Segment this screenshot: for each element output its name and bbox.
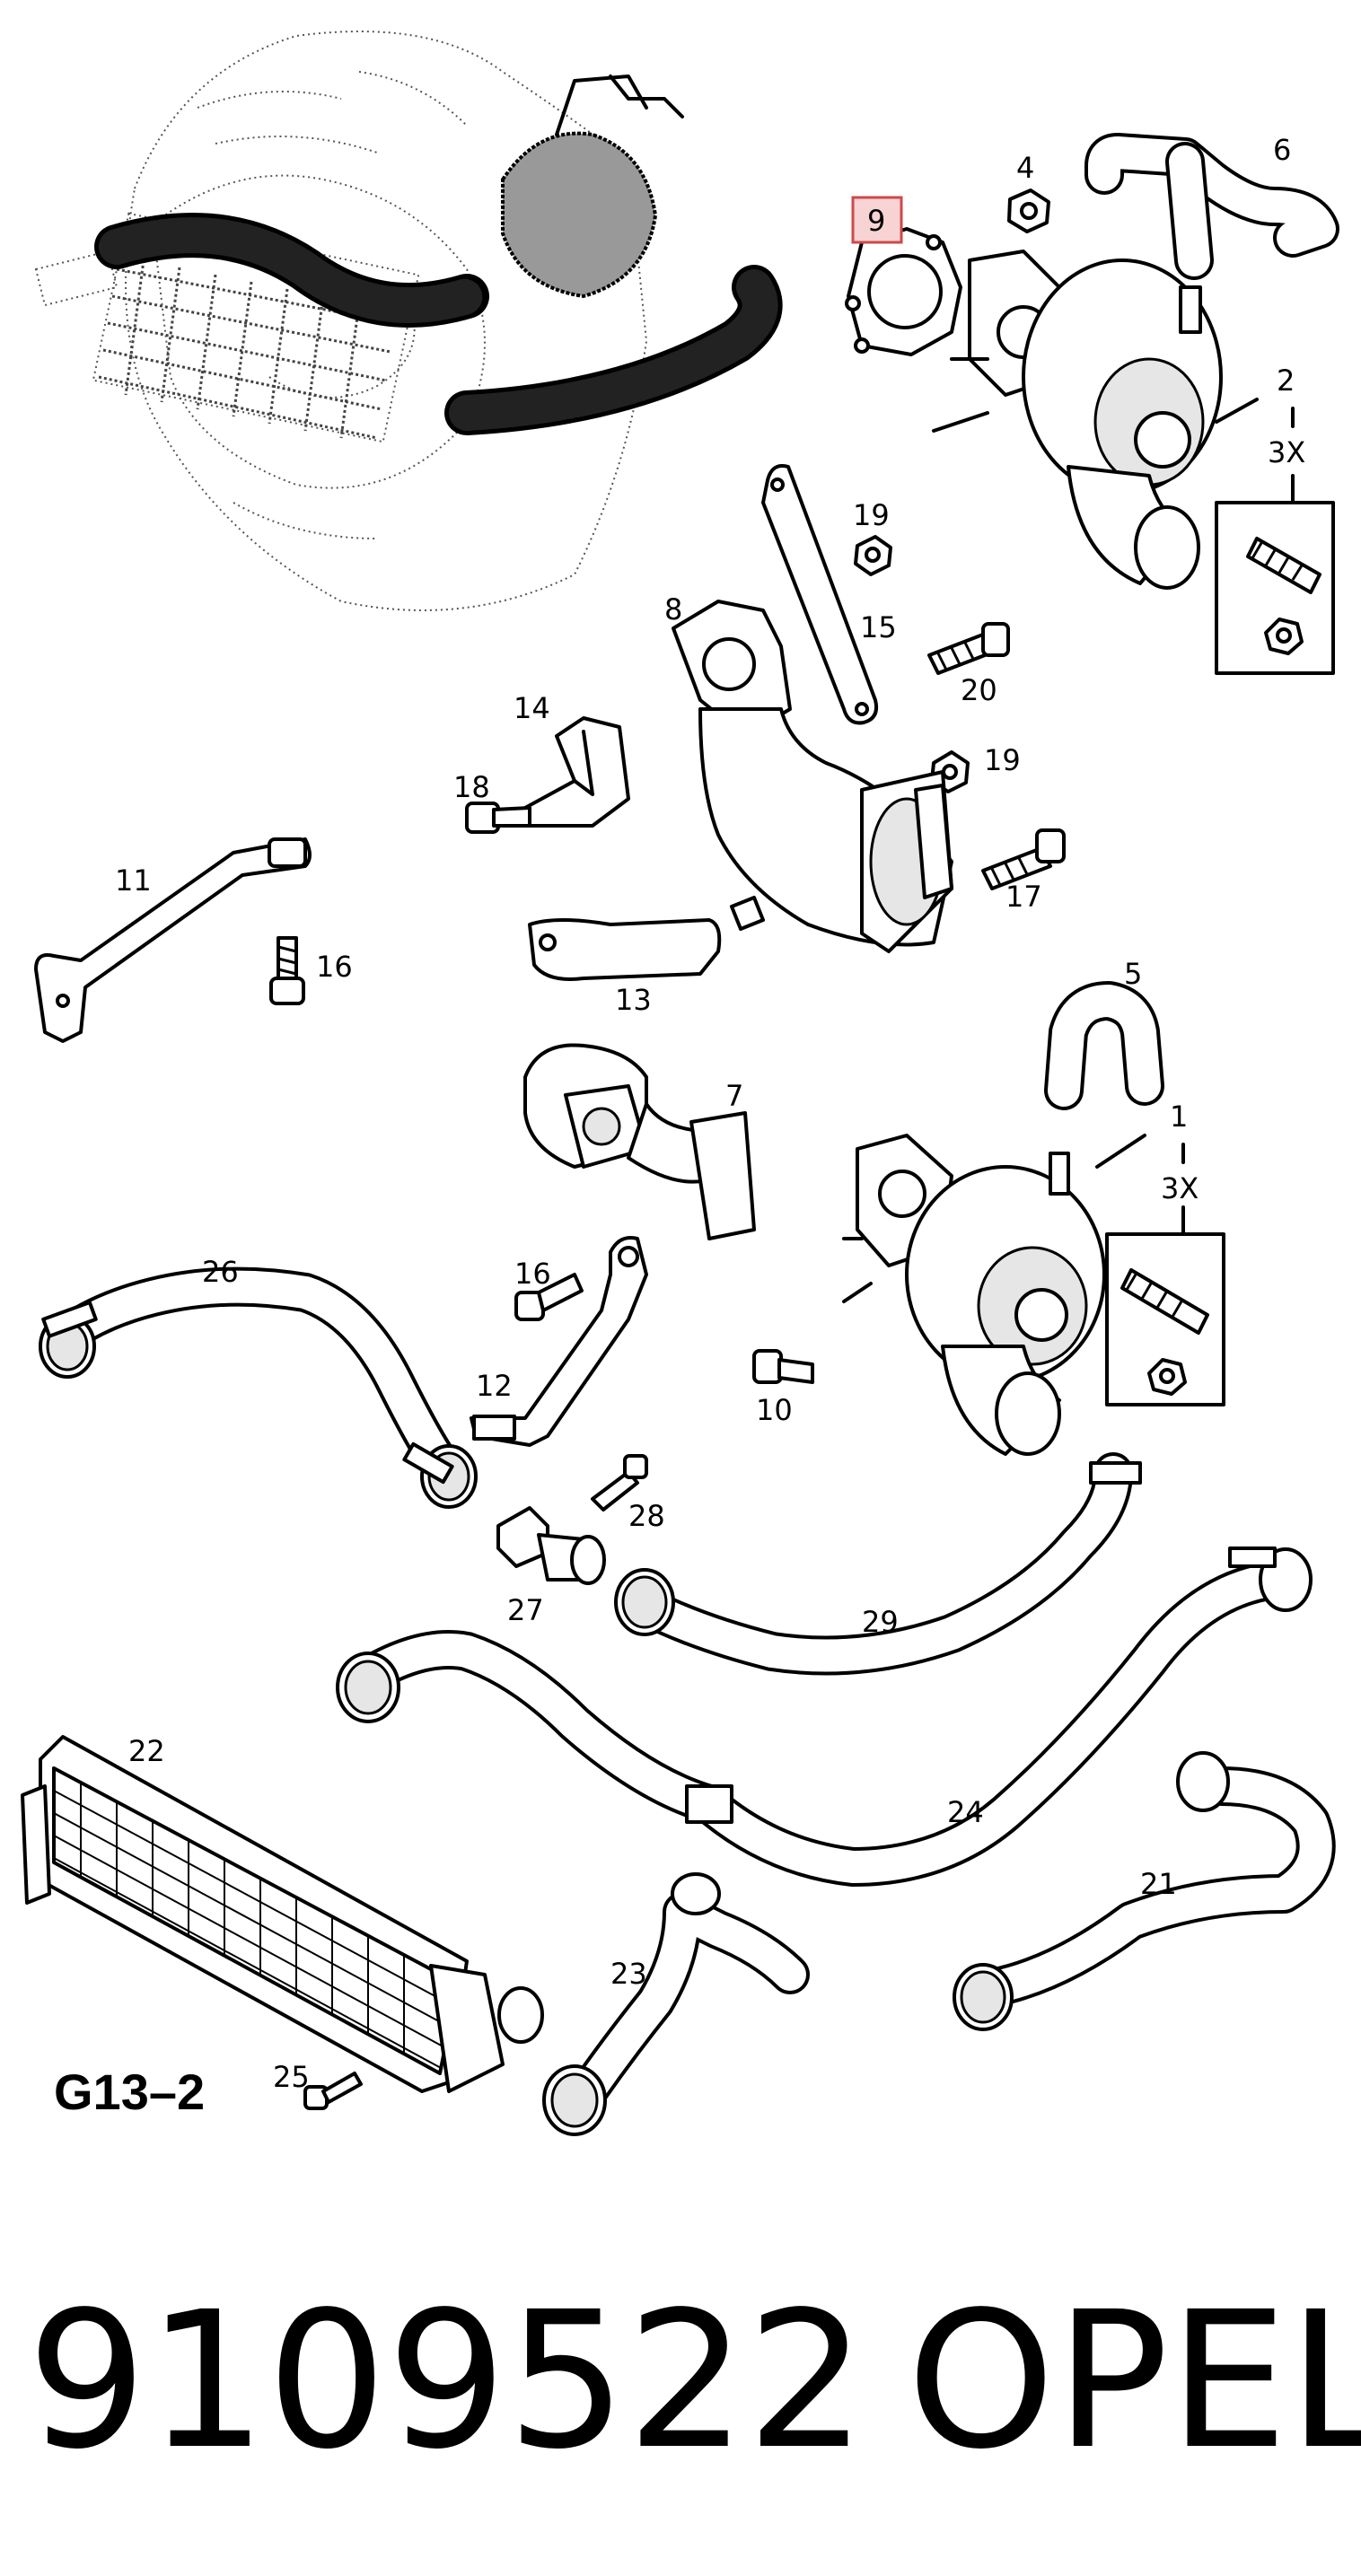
part-10-bolt <box>752 1349 814 1384</box>
callout-27: 27 <box>507 1593 544 1627</box>
part-9-gasket <box>845 227 962 356</box>
part-17-bolt <box>981 828 1066 890</box>
callout-18: 18 <box>453 770 490 804</box>
callout-12: 12 <box>476 1369 513 1403</box>
leader-line-1 <box>1095 1134 1146 1169</box>
part-number: 9109522 <box>27 2271 866 2491</box>
part-16-bolt-b <box>514 1273 584 1321</box>
part-16-bolt-a <box>269 936 305 1005</box>
callout-17: 17 <box>1005 880 1042 914</box>
callout-16-upper: 16 <box>316 950 353 984</box>
callout-25: 25 <box>273 2060 310 2094</box>
callout-29: 29 <box>862 1605 899 1639</box>
callout-3x-lower: 3X <box>1161 1171 1199 1205</box>
engine-block-illustration <box>34 31 783 611</box>
callout-11: 11 <box>115 863 152 898</box>
part-13-bracket <box>528 918 722 981</box>
stud-kit-box-upper <box>1215 501 1335 675</box>
part-27-connector <box>496 1506 606 1585</box>
part-1-turbocharger-lower <box>842 1134 1106 1456</box>
part-12-bracket <box>470 1236 648 1447</box>
callout-1: 1 <box>1170 1100 1188 1134</box>
callout-10: 10 <box>756 1393 793 1427</box>
stud-kit-box-lower <box>1105 1232 1225 1406</box>
callout-5: 5 <box>1124 957 1142 991</box>
callout-7: 7 <box>725 1079 743 1113</box>
callout-9: 9 <box>867 204 885 238</box>
callout-2: 2 <box>1277 364 1295 398</box>
part-8-exhaust-manifold <box>672 600 953 953</box>
part-29-hose <box>614 1452 1142 1676</box>
callout-23: 23 <box>610 1957 647 1991</box>
part-6-pipe <box>1084 133 1339 280</box>
callout-15: 15 <box>860 610 897 644</box>
part-21-hose <box>953 1751 1336 2031</box>
callout-4: 4 <box>1016 151 1034 185</box>
leader-line-2 <box>1215 398 1259 424</box>
part-2-turbocharger-upper <box>932 250 1223 590</box>
callout-3x-upper: 3X <box>1268 435 1305 469</box>
part-15-bracket <box>761 464 879 725</box>
callout-28: 28 <box>628 1499 665 1533</box>
callout-26: 26 <box>202 1255 239 1289</box>
part-11-bracket <box>34 837 312 1043</box>
part-4-nut <box>1007 188 1050 233</box>
callout-16-lower: 16 <box>514 1257 551 1291</box>
part-25-screw <box>303 2072 363 2110</box>
callout-24: 24 <box>947 1795 984 1829</box>
callout-19-lower: 19 <box>984 743 1021 777</box>
part-5-hose <box>1044 981 1164 1110</box>
part-26-hose <box>39 1266 478 1509</box>
callout-9-highlight <box>851 196 903 244</box>
callout-13: 13 <box>615 983 652 1017</box>
part-23-hose <box>542 1872 810 2136</box>
part-14-bracket <box>523 716 630 828</box>
part-20-bolt <box>927 622 1010 675</box>
part-24-hose <box>336 1546 1313 1887</box>
callout-21: 21 <box>1140 1867 1177 1901</box>
part-18-bolt <box>465 802 531 834</box>
part-19-nut-a <box>854 535 892 576</box>
part-7-exhaust-elbow <box>523 1043 756 1240</box>
part-28-screw <box>591 1454 648 1511</box>
callout-22: 22 <box>128 1734 165 1768</box>
callout-14: 14 <box>514 691 550 725</box>
part-22-intercooler <box>21 1735 544 2093</box>
callout-6: 6 <box>1273 133 1291 167</box>
callout-20: 20 <box>961 673 997 707</box>
brand-name: OPEL <box>907 2271 1361 2491</box>
diagram-code: G13–2 <box>54 2063 205 2120</box>
callout-19-upper: 19 <box>853 498 890 532</box>
callout-8: 8 <box>664 592 682 626</box>
